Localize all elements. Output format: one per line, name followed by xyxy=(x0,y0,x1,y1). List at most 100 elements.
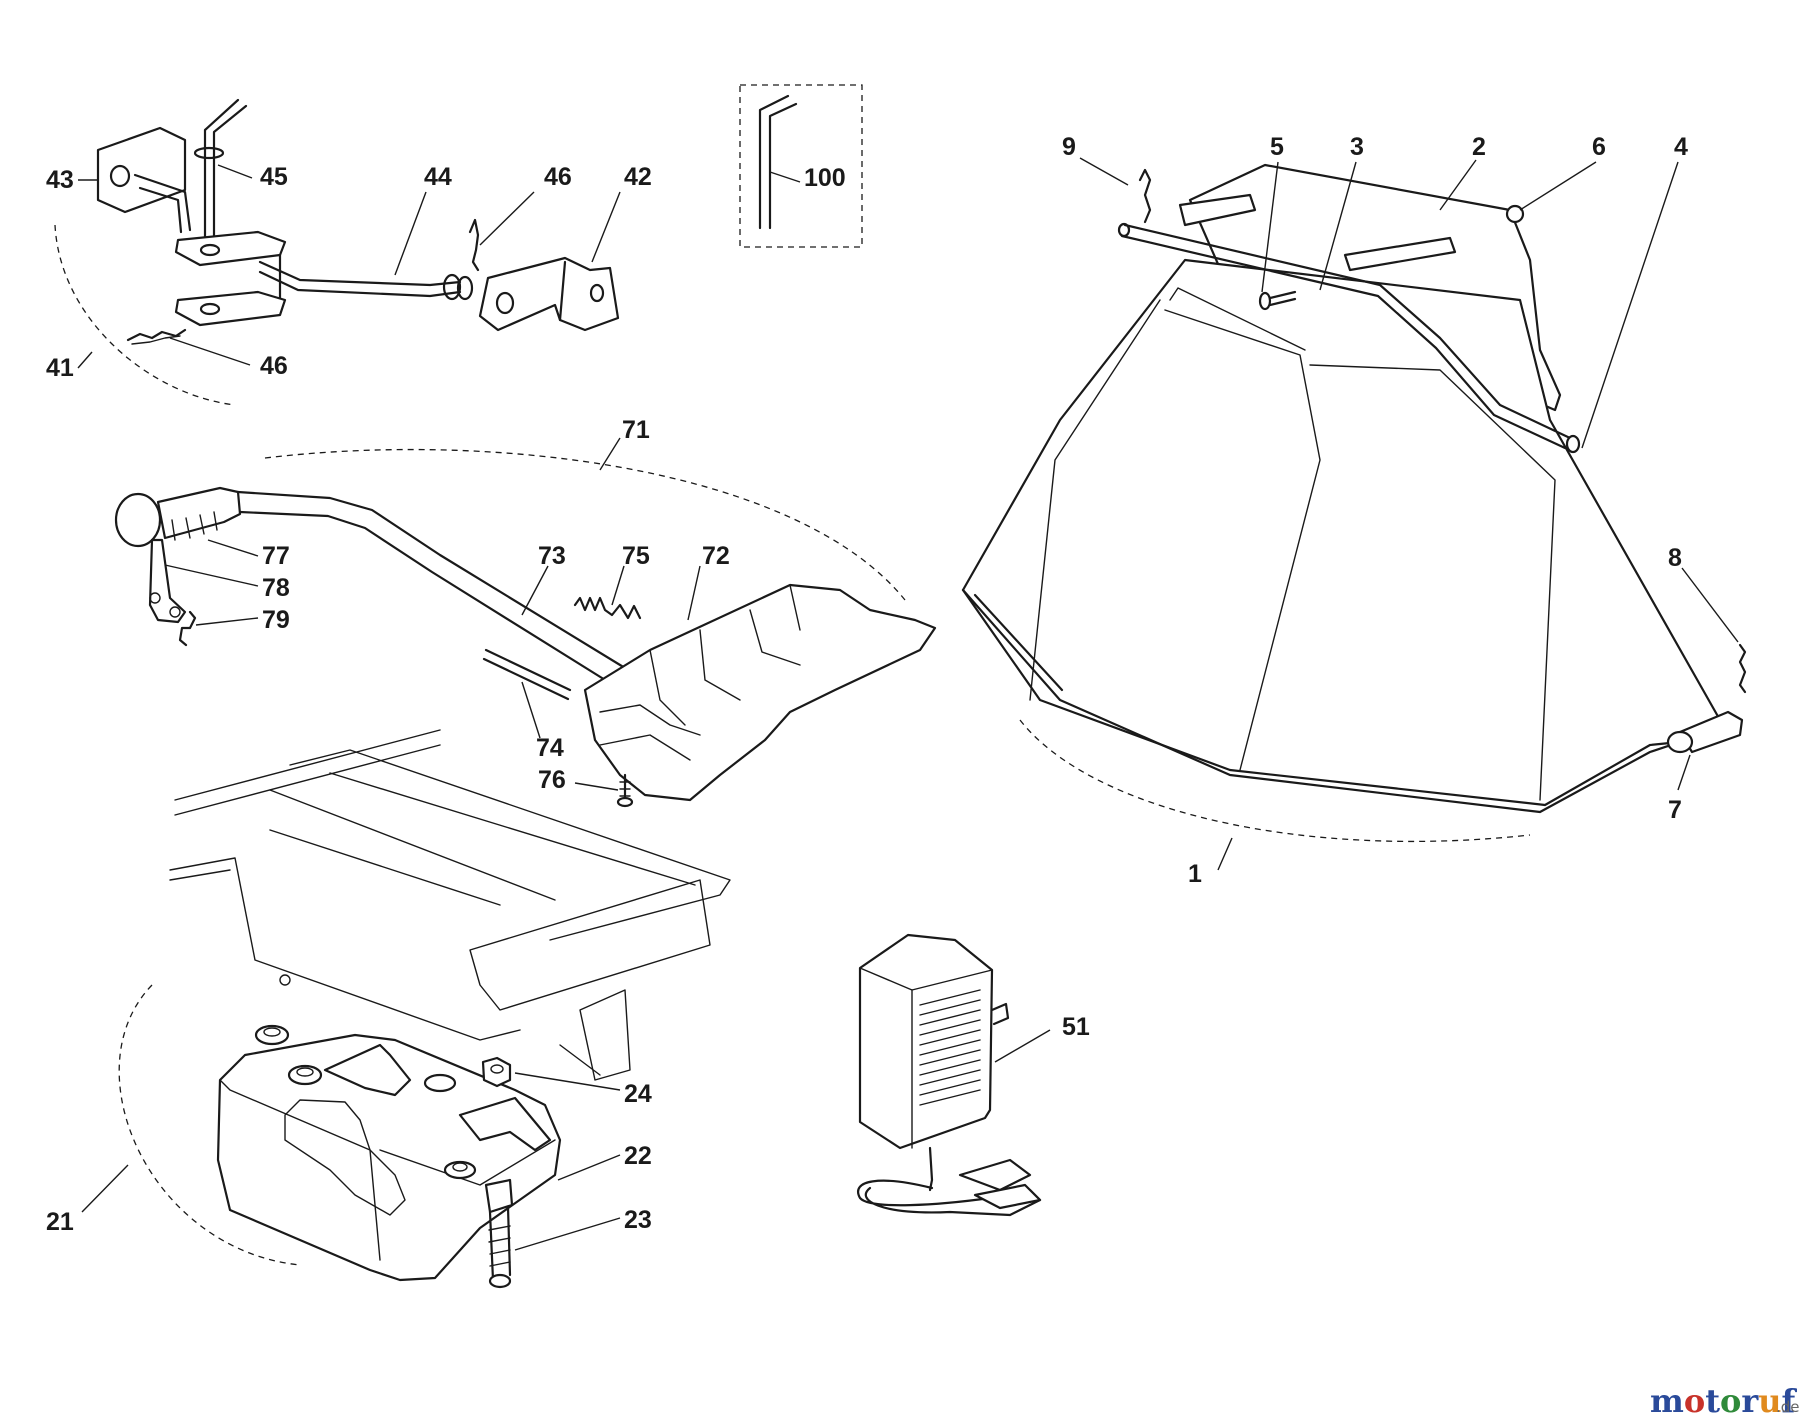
part-100-box xyxy=(739,84,863,248)
label-23: 23 xyxy=(624,1206,652,1234)
label-43: 43 xyxy=(46,166,74,194)
part-23-bolt xyxy=(488,1205,512,1282)
part-77-grip xyxy=(156,486,242,540)
bag-panel-inner-right xyxy=(1309,364,1556,801)
frame-beam xyxy=(469,879,711,1011)
label-6: 6 xyxy=(1592,133,1606,161)
weight-bosses xyxy=(254,1024,477,1180)
part-9-cotter-pin xyxy=(1138,168,1152,224)
charger-clamp-1 xyxy=(958,1158,1032,1192)
weight-assembly xyxy=(81,984,621,1289)
wm-letter-o1: o xyxy=(1684,1382,1705,1420)
label-76: 76 xyxy=(538,766,566,794)
charger-clamp-2 xyxy=(973,1183,1042,1210)
part-46-cotter-pin-lower xyxy=(126,328,187,342)
weight-recess xyxy=(284,1099,406,1216)
part-45-pin xyxy=(203,98,240,242)
frame-deck-left xyxy=(174,729,441,816)
label-71: 71 xyxy=(622,416,650,444)
clevis-upper xyxy=(174,230,287,267)
part-8-cotter-pin xyxy=(1738,643,1747,694)
part-23-bolt-head xyxy=(484,1178,514,1214)
label-8: 8 xyxy=(1668,544,1682,572)
label-44: 44 xyxy=(424,163,452,191)
part-labels: 43 45 44 46 42 41 46 100 9 5 3 2 6 4 8 7… xyxy=(46,133,1688,1236)
part-22-weight xyxy=(216,1033,562,1282)
wm-letter-o2: o xyxy=(1720,1382,1741,1420)
part-44-rod-end xyxy=(133,173,192,232)
label-73: 73 xyxy=(538,542,566,570)
charger-vents xyxy=(919,989,981,1106)
wm-letter-m: m xyxy=(1650,1382,1684,1420)
mower-frame xyxy=(169,729,731,1081)
part-42-bracket xyxy=(478,256,620,332)
part-100-pin xyxy=(758,94,790,230)
label-42: 42 xyxy=(624,163,652,191)
part-44-rod xyxy=(258,260,462,287)
label-22: 22 xyxy=(624,1142,652,1170)
label-1: 1 xyxy=(1188,860,1202,888)
part-3-tab xyxy=(1343,236,1457,272)
charger-plug xyxy=(990,1002,1010,1026)
label-74: 74 xyxy=(536,734,564,762)
label-5: 5 xyxy=(1270,133,1284,161)
part-74-rod xyxy=(484,648,572,692)
svg-text:motoruf: motoruf xyxy=(1650,1382,1797,1420)
part-51-charger xyxy=(857,933,1051,1217)
bag-panel-left xyxy=(1029,299,1161,701)
label-7: 7 xyxy=(1668,796,1682,824)
wm-letter-u: u xyxy=(1758,1382,1781,1420)
label-21: 21 xyxy=(46,1208,74,1236)
label-75: 75 xyxy=(622,542,650,570)
part-73-lever xyxy=(236,490,627,670)
label-45: 45 xyxy=(260,163,288,191)
lever-assembly xyxy=(114,437,937,808)
part-6-nut xyxy=(1505,204,1525,224)
part-77-knob xyxy=(114,492,162,548)
label-100: 100 xyxy=(804,164,846,192)
label-41: 41 xyxy=(46,354,74,382)
bag-panel-inner-left xyxy=(1164,309,1321,771)
label-77: 77 xyxy=(262,542,290,570)
wm-tld: .de xyxy=(1776,1398,1800,1416)
part-4-rod xyxy=(1123,223,1572,440)
group-71-arc xyxy=(264,448,906,601)
part-46-cotter-pin-upper xyxy=(468,218,480,272)
part-75-spring xyxy=(573,596,642,620)
part-1-bag xyxy=(961,258,1722,807)
charger-leads xyxy=(857,1179,1042,1217)
label-51: 51 xyxy=(1062,1013,1090,1041)
part-72-base xyxy=(583,583,937,802)
charger-cable xyxy=(928,1146,934,1192)
part-79-clip xyxy=(178,610,197,647)
wm-letter-t: t xyxy=(1705,1382,1720,1420)
frame-lower xyxy=(169,857,521,1041)
label-46-lower: 46 xyxy=(260,352,288,380)
part-5-tab xyxy=(1178,193,1257,227)
part-46-bushing xyxy=(442,273,462,301)
grass-catcher-assembly xyxy=(961,157,1747,871)
label-78: 78 xyxy=(262,574,290,602)
label-72: 72 xyxy=(702,542,730,570)
group-21-arc xyxy=(118,984,301,1266)
motoruf-watermark-logo: motoruf .de xyxy=(1650,1382,1800,1420)
clevis-lower xyxy=(174,290,287,327)
wm-letter-f: f xyxy=(1781,1382,1797,1420)
wm-letter-r: r xyxy=(1741,1382,1759,1420)
part-43-bracket xyxy=(96,126,187,214)
part-3-bolt xyxy=(1268,290,1297,300)
frame-deck-top xyxy=(289,749,731,941)
group-41-arc xyxy=(54,224,236,406)
label-46: 46 xyxy=(544,163,572,191)
part-24-nut xyxy=(481,1056,512,1088)
label-9: 9 xyxy=(1062,133,1076,161)
part-100-group xyxy=(739,84,863,248)
label-24: 24 xyxy=(624,1080,652,1108)
group-1-arc xyxy=(1019,719,1531,843)
label-4: 4 xyxy=(1674,133,1688,161)
weight-plate xyxy=(323,1043,412,1097)
label-2: 2 xyxy=(1472,133,1486,161)
part-43-hole xyxy=(109,164,131,188)
label-79: 79 xyxy=(262,606,290,634)
